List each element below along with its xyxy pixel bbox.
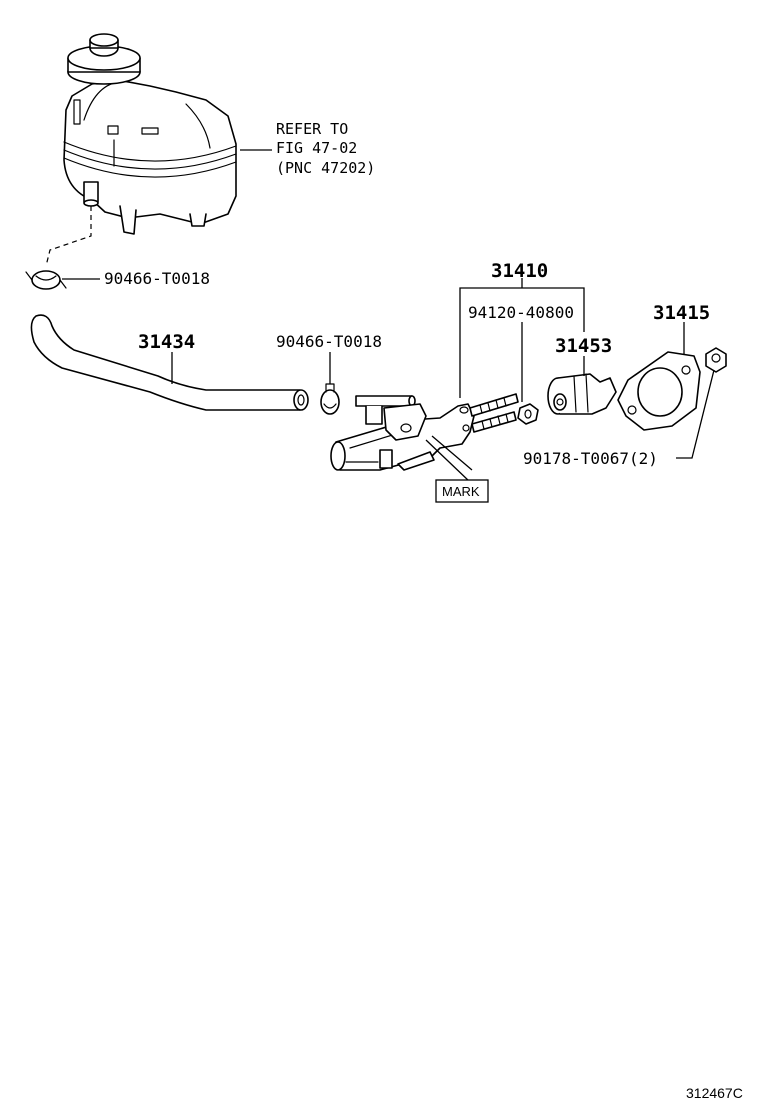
reference-line-2: FIG 47-02 bbox=[276, 139, 357, 157]
callout-gasket: 31415 bbox=[653, 302, 710, 324]
callout-master-cylinder-assy: 31410 bbox=[491, 260, 548, 282]
gasket-nut bbox=[705, 347, 727, 373]
clutch-master-cylinder bbox=[330, 393, 519, 471]
reservoir-hose bbox=[30, 314, 309, 411]
hose-clip-lower bbox=[320, 383, 340, 415]
callout-clip-upper: 90466-T0018 bbox=[104, 269, 210, 288]
mark-pointer bbox=[425, 435, 473, 483]
reference-line-3: (PNC 47202) bbox=[276, 159, 375, 177]
callout-gasket-nut: 90178-T0067(2) bbox=[523, 449, 658, 468]
stud-nut bbox=[517, 403, 539, 425]
callout-push-rod-boot: 31453 bbox=[555, 335, 612, 357]
mounting-studs bbox=[469, 393, 519, 433]
reservoir-tank bbox=[63, 33, 237, 235]
mark-label: MARK bbox=[442, 484, 480, 499]
callout-clip-lower: 90466-T0018 bbox=[276, 332, 382, 351]
figure-code: 312467C bbox=[686, 1085, 743, 1101]
connection-dash-line bbox=[45, 206, 92, 267]
hose-clip-upper bbox=[25, 270, 67, 290]
gasket bbox=[617, 351, 701, 431]
callout-stud-nut: 94120-40800 bbox=[468, 303, 574, 322]
mark-label-box bbox=[435, 479, 489, 503]
reference-line-1: REFER TO bbox=[276, 120, 348, 138]
push-rod-boot bbox=[547, 373, 617, 415]
callout-hose: 31434 bbox=[138, 331, 195, 353]
